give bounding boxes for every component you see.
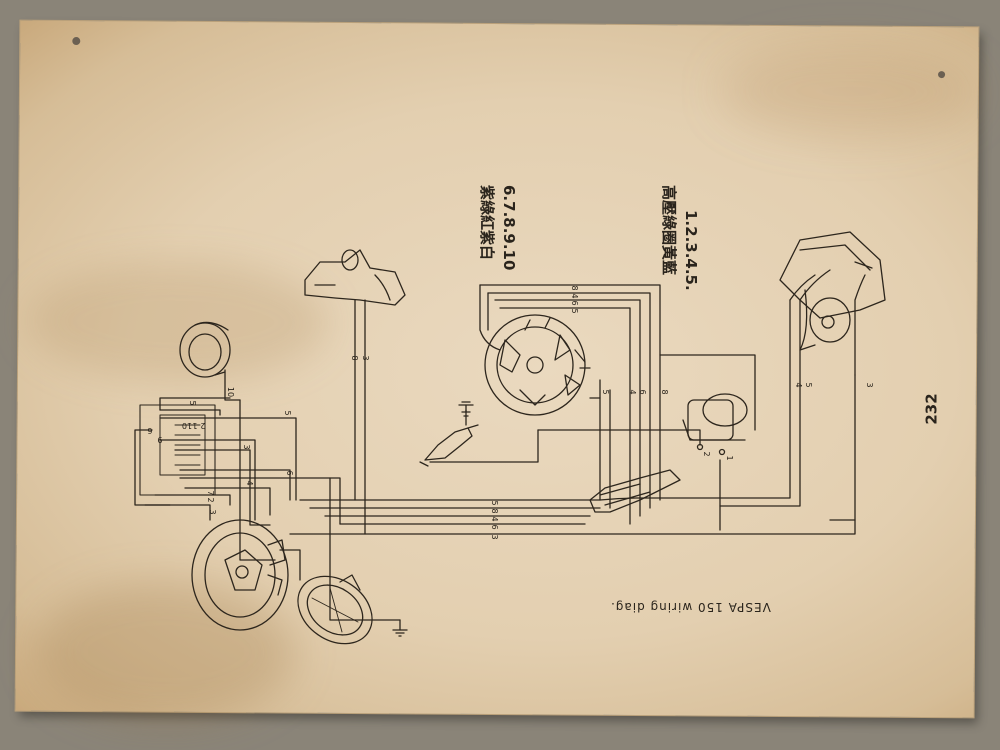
ground-symbol [458,401,474,413]
wire-number-headlamp_drops: 3 [865,382,874,387]
wire-number-bundle: 3 [490,534,499,539]
wire-number-switch_left: 3 [242,444,251,449]
flywheel-stator [484,314,591,416]
spark-plug [419,409,479,467]
wire-number-stator_drops: 5 [601,389,610,394]
wire-number-switch_block: 6 [147,426,152,435]
wire-number-switch_block: 1 [192,421,197,430]
wire-number-switch_left: 7 [206,490,215,495]
wire-number-switch_left: 3 [208,509,217,514]
ignition-coil [682,393,748,456]
horn [179,321,231,378]
diagram-caption: VESPA 150 wiring diag. [610,600,771,614]
tail-lamp [304,249,406,306]
wire-number-switch_left: 5 [188,400,197,405]
wire-number-switch_left: 6 [285,470,294,475]
wire-number-stator: 8 [570,285,579,290]
legend-col1-numbers: 1.2.3.4.5. [682,210,700,291]
page-number: 232 [922,393,941,425]
wire-number-bundle: 6 [490,524,499,529]
wire-number-stator: 5 [570,308,579,313]
legend-col2-labels: 紫綠紅紫白 [478,185,496,261]
instrument-housing [191,519,289,631]
ground-symbol [392,619,408,637]
coil-wires [429,354,756,531]
regulator [589,469,681,513]
wire-number-bundle: 5 [490,500,499,505]
wire-number-taillamp: 8 [350,355,359,360]
wire-number-coil: 1 [725,455,734,460]
wire-number-switch_left: 5 [283,410,292,415]
legend-col1-labels: 高壓綠圈黃藍 [660,185,678,276]
speedometer [297,574,373,645]
wire-number-switch_left: 2 [206,497,215,502]
legend-col2-numbers: 6.7.8.9.10 [500,185,518,271]
wire-number-stator_drops: 6 [638,389,647,394]
wire-number-stator: 6 [570,300,579,305]
wire-number-switch_block: 10 [182,421,192,430]
wire-number-headlamp_drops: 4 [794,382,803,387]
switch-block [139,404,216,496]
wire-number-switch_left: 4 [245,480,254,485]
tail-lamp-wires [354,299,366,535]
wire-number-switch_block: 9 [157,435,162,444]
wire-number-headlamp_drops: 5 [804,382,813,387]
wire-number-switch_left: 10 [226,387,235,397]
wire-number-stator_drops: 4 [628,389,637,394]
wire-number-taillamp: 3 [361,355,370,360]
wire-number-coil: 2 [702,451,711,456]
stator-wires [479,284,661,525]
headlamp-wires [719,269,866,521]
wire-number-bundle: 4 [490,516,499,521]
wire-number-stator: 4 [570,293,579,298]
wire-number-bundle: 8 [490,508,499,513]
wire-number-switch_block: 2 [200,421,205,430]
wire-number-stator_drops: 8 [660,389,669,394]
headlamp [779,231,886,351]
switch-harness [134,369,401,621]
